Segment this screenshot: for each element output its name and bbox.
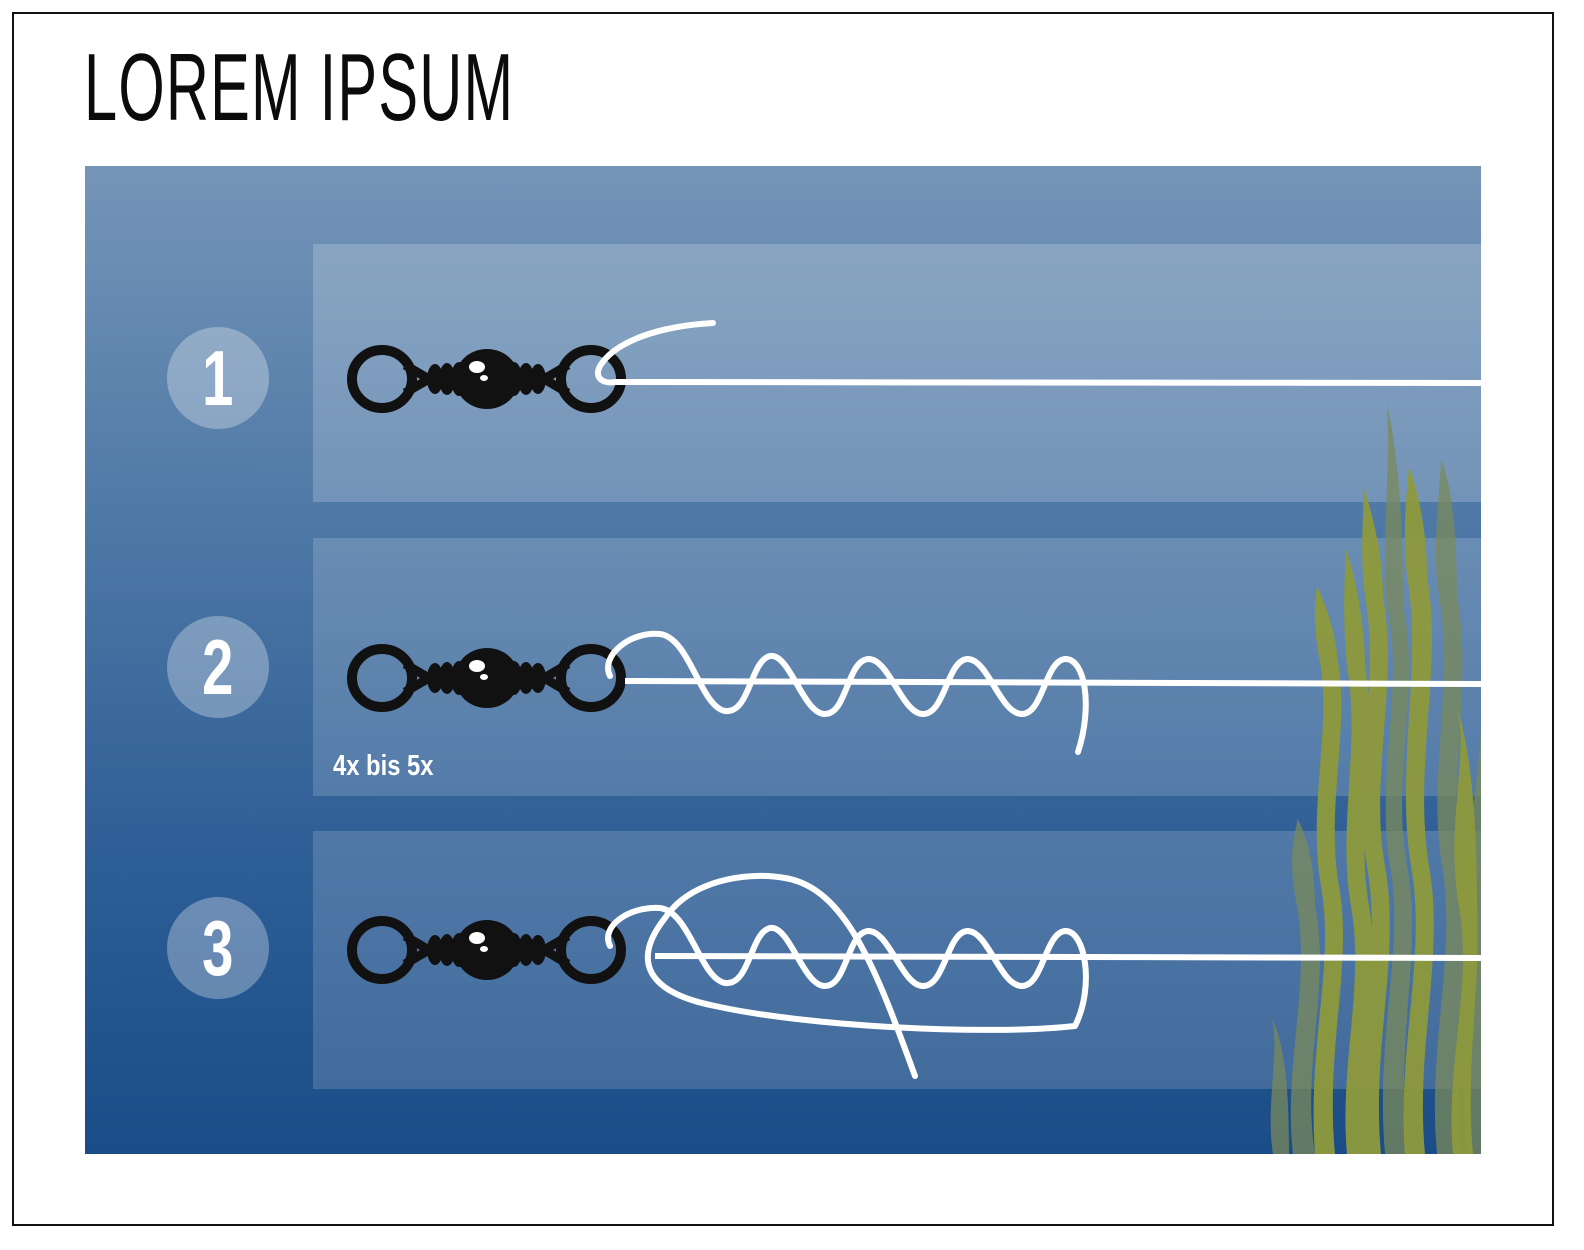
fishing-line-icon bbox=[624, 678, 1481, 687]
step-1-art bbox=[352, 320, 1481, 409]
step-1-badge: 1 bbox=[167, 327, 269, 429]
step-2-art bbox=[352, 630, 1481, 755]
wrap-count-note: 4x bis 5x bbox=[333, 750, 434, 782]
knot-diagram: 1 2 3 4x bis 5x bbox=[85, 166, 1481, 1154]
step-2-badge: 2 bbox=[167, 616, 269, 718]
step-1-number: 1 bbox=[202, 334, 234, 422]
step-2-number: 2 bbox=[202, 623, 234, 711]
step-3-number: 3 bbox=[202, 904, 234, 992]
page-title: LOREM IPSUM bbox=[84, 34, 515, 141]
step-3-art bbox=[352, 872, 1481, 1079]
fishing-line-icon bbox=[605, 630, 1089, 755]
swivel-icon bbox=[352, 349, 621, 409]
step-3-badge: 3 bbox=[167, 897, 269, 999]
fishing-line-icon bbox=[594, 320, 1481, 386]
fishing-line-icon bbox=[605, 872, 1089, 1079]
fishing-line-icon bbox=[654, 953, 1481, 961]
seaweed-icon bbox=[1270, 404, 1481, 1154]
knot-steps-art bbox=[85, 320, 1481, 1079]
swivel-icon bbox=[352, 920, 621, 980]
swivel-icon bbox=[352, 648, 621, 708]
